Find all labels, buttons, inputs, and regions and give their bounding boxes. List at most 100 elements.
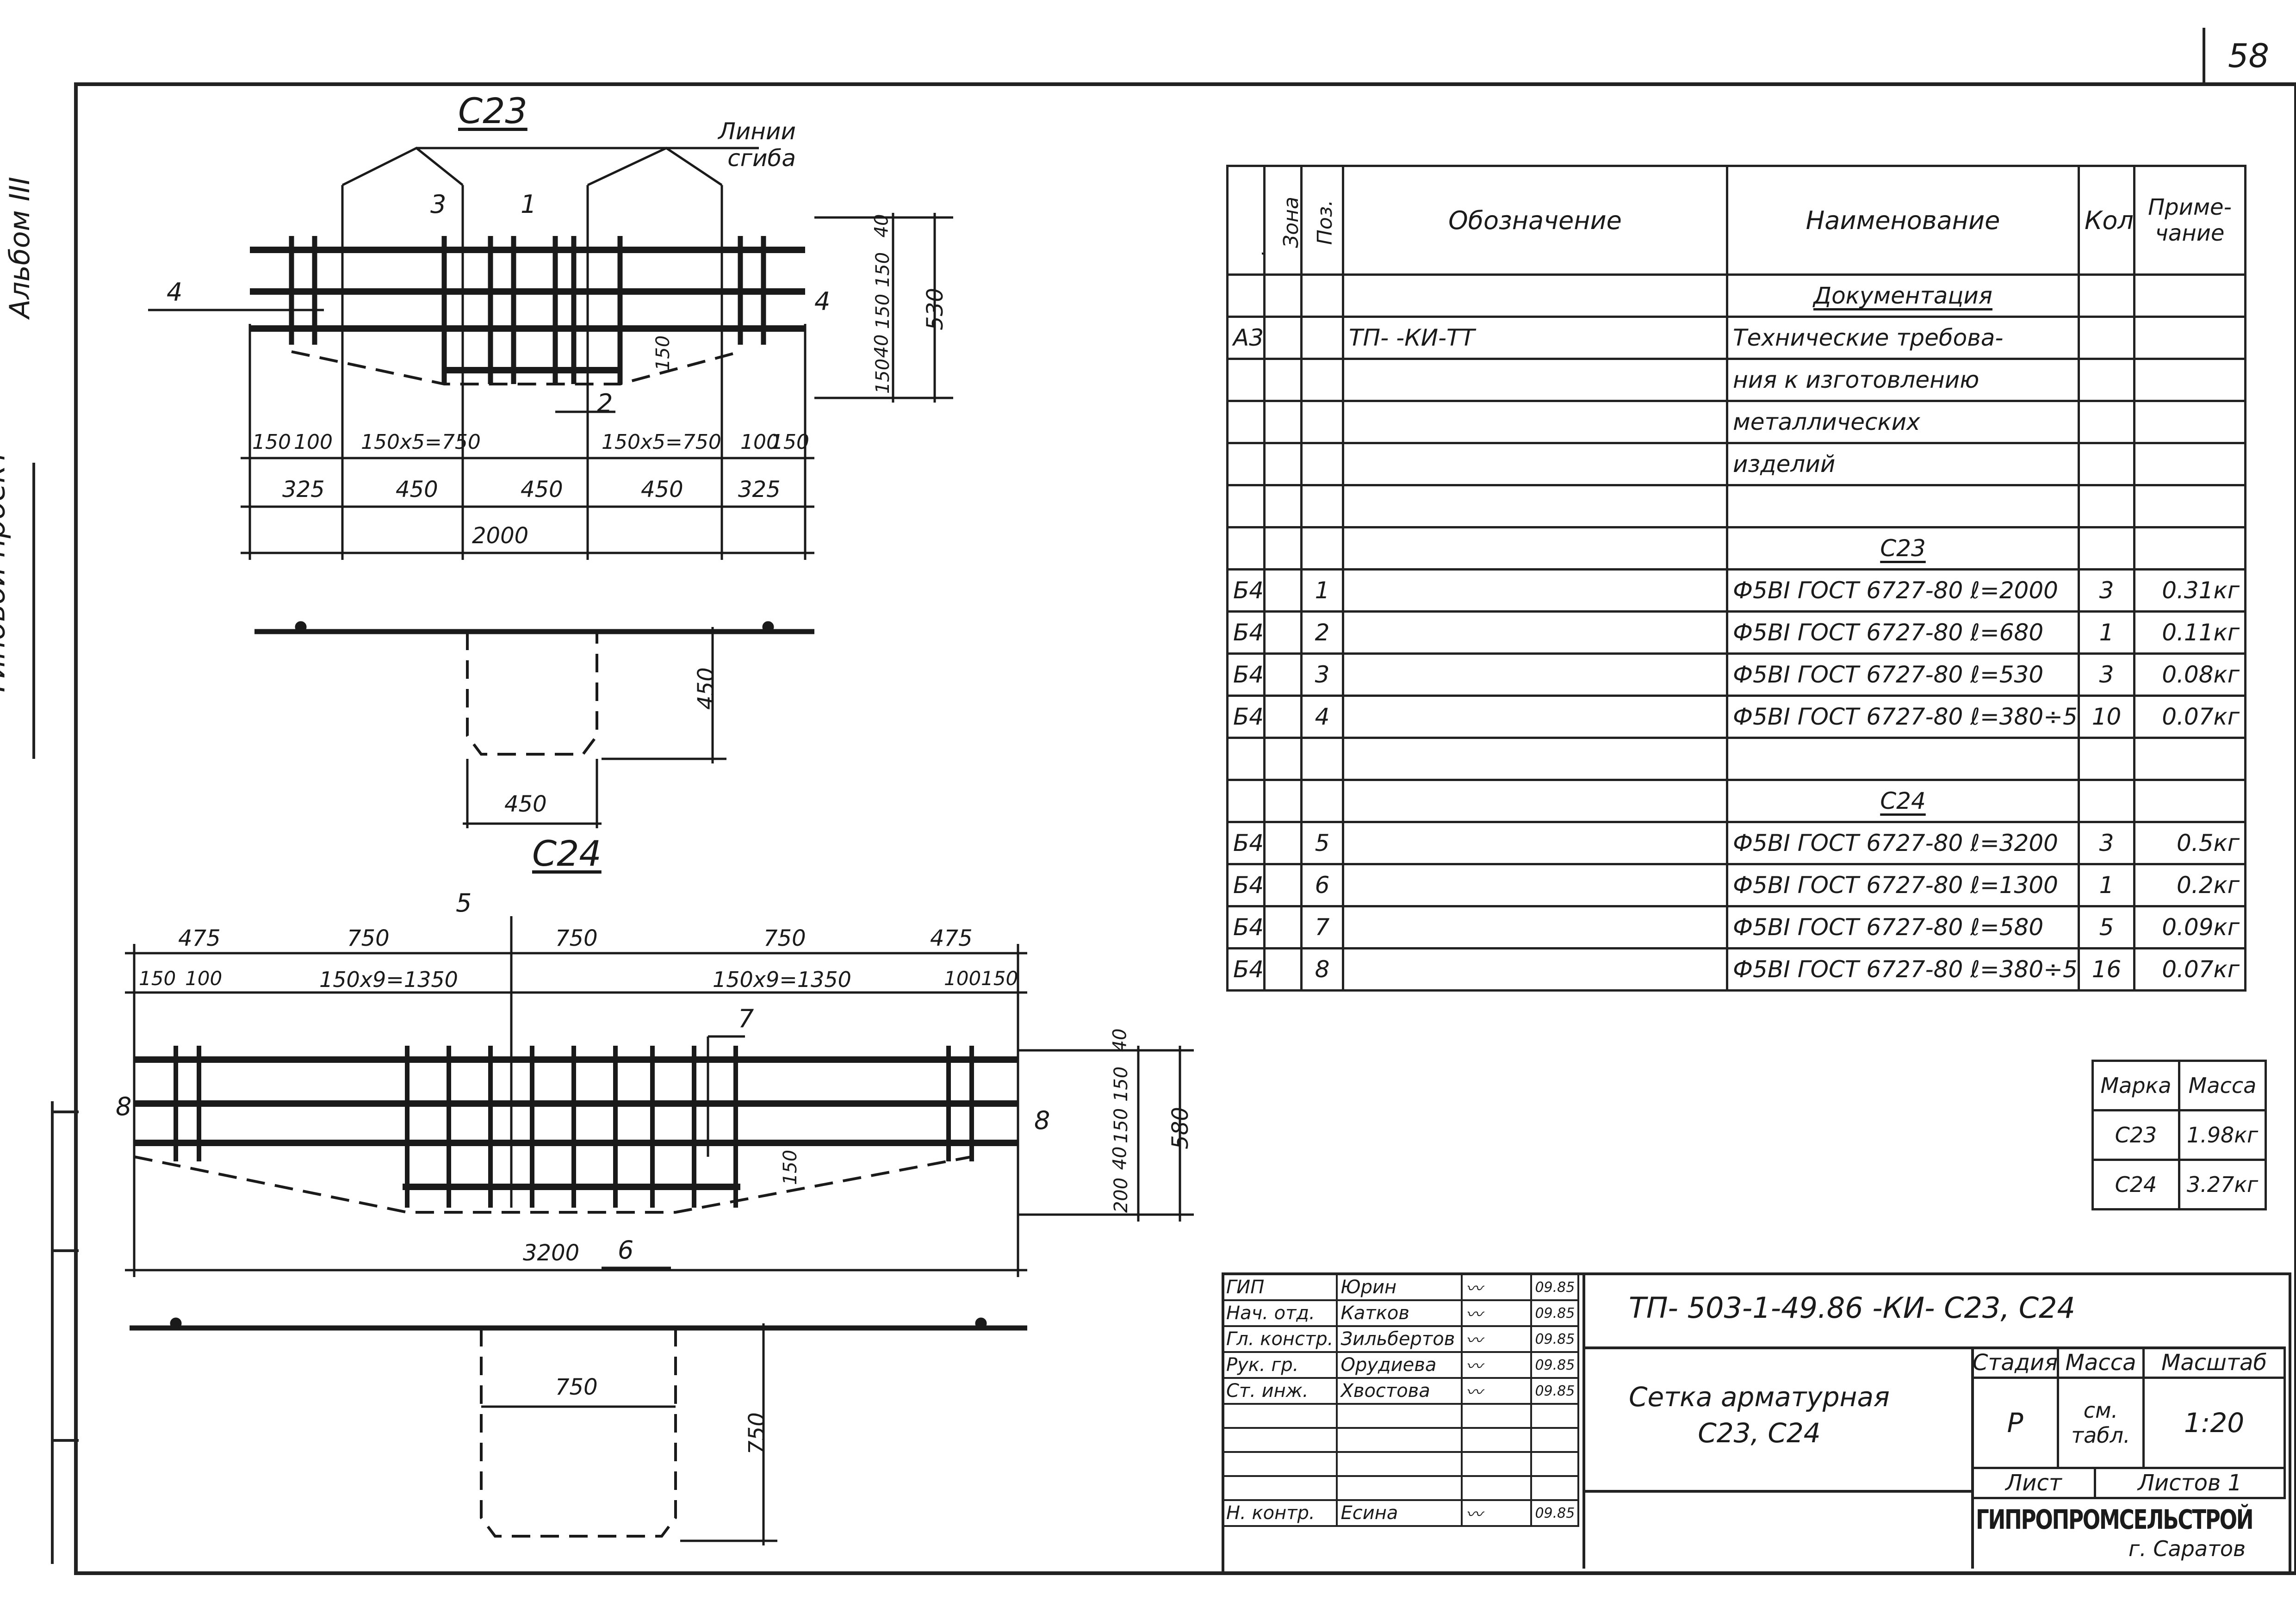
spec-cell-name: Ф5ВI ГОСТ 6727-80 ℓ=530: [1726, 652, 2080, 697]
spec-cell-qty: [2078, 358, 2135, 402]
spec-cell-zone: [1263, 484, 1303, 528]
spec-row: металлических: [1226, 400, 2246, 444]
spec-cell-note: [2133, 779, 2246, 823]
stage-value: Р: [1971, 1377, 2059, 1469]
spec-cell-note: 0.2кг: [2133, 863, 2246, 907]
spec-cell-note: 0.11кг: [2133, 610, 2246, 655]
spec-cell-qty: 3: [2078, 652, 2135, 697]
spec-cell-designation: [1342, 821, 1728, 865]
c24-pos-6: 6: [618, 1235, 634, 1265]
spec-cell-name: [1726, 737, 2080, 781]
spec-cell-pos: [1300, 316, 1344, 360]
spec-cell-zone: [1263, 905, 1303, 949]
spec-cell-qty: [2078, 779, 2135, 823]
spec-row: С23: [1226, 526, 2246, 571]
side-divider: [32, 463, 35, 759]
staff-cell-sig: 〰: [1461, 1299, 1533, 1327]
spec-cell-format: Б4: [1226, 652, 1266, 697]
c24-dim-750a: 750: [347, 925, 390, 951]
c24-dim2-150b: 150: [981, 967, 1018, 990]
spec-cell-zone: [1263, 358, 1303, 402]
staff-cell-name: [1336, 1403, 1463, 1429]
c23-dim-150a: 150: [252, 430, 291, 454]
c24-dim-475a: 475: [178, 925, 221, 951]
spec-cell-format: [1226, 737, 1266, 781]
spec-cell-pos: 5: [1300, 821, 1344, 865]
c24-dim-475b: 475: [930, 925, 973, 951]
spec-cell-name: Ф5ВI ГОСТ 6727-80 ℓ=680: [1726, 610, 2080, 655]
spec-cell-pos: [1300, 358, 1344, 402]
staff-cell-role: Нач. отд.: [1221, 1299, 1338, 1327]
staff-row: Рук. гр.Орудиева〰09.85: [1221, 1351, 1580, 1379]
spec-cell-note: [2133, 273, 2246, 318]
c23-dim-height: 530: [922, 288, 948, 330]
staff-cell-sig: [1461, 1475, 1533, 1501]
spec-cell-designation: [1342, 905, 1728, 949]
staff-row: [1221, 1427, 1580, 1453]
spec-cell-qty: [2078, 526, 2135, 571]
spec-row: ния к изготовлению: [1226, 358, 2246, 402]
side-tick: [51, 1439, 79, 1442]
spec-cell-zone: [1263, 779, 1303, 823]
c24-dim2-150a: 150: [139, 967, 176, 990]
staff-cell-name: Хвостова: [1336, 1377, 1463, 1405]
spec-cell-name: Ф5ВI ГОСТ 6727-80 ℓ=2000: [1726, 568, 2080, 613]
header-pos: Поз.: [1300, 165, 1344, 276]
spec-cell-pos: 8: [1300, 947, 1344, 992]
organization: ГИПРОПРОМСЕЛЬСТРОЙ: [1976, 1504, 2254, 1535]
mass-label: Масса: [2057, 1346, 2145, 1379]
staff-cell-date: [1530, 1475, 1580, 1501]
staff-cell-name: Есина: [1336, 1499, 1463, 1527]
mass-mark: С23: [2091, 1109, 2180, 1161]
spec-cell-pos: 6: [1300, 863, 1344, 907]
spec-cell-note: [2133, 358, 2246, 402]
spec-cell-designation: [1342, 947, 1728, 992]
staff-cell-role: Н. контр.: [1221, 1499, 1338, 1527]
spec-cell-pos: [1300, 442, 1344, 486]
staff-row: Нач. отд.Катков〰09.85: [1221, 1299, 1580, 1327]
spec-cell-designation: [1342, 526, 1728, 571]
c23-dim-100a: 100: [294, 430, 333, 454]
spec-cell-pos: 1: [1300, 568, 1344, 613]
stage-label: Стадия: [1971, 1346, 2059, 1379]
c23-pos-4-left: 4: [167, 278, 183, 307]
header-format: Формат: [1226, 165, 1266, 276]
spec-row: С24: [1226, 779, 2246, 823]
spec-cell-qty: 3: [2078, 821, 2135, 865]
staff-cell-sig: 〰: [1461, 1351, 1533, 1379]
spec-cell-qty: [2078, 484, 2135, 528]
spec-cell-note: 0.5кг: [2133, 821, 2246, 865]
spec-cell-pos: [1300, 273, 1344, 318]
c24-dim-r4: 40: [1109, 1146, 1131, 1170]
c24-section-h: 750: [744, 1412, 770, 1455]
title-block-divider: [1582, 1272, 1585, 1569]
spec-cell-pos: [1300, 779, 1344, 823]
c24-dim2-1350a: 150x9=1350: [319, 967, 458, 992]
spec-cell-note: [2133, 316, 2246, 360]
signature-icon: 〰: [1465, 1279, 1483, 1298]
drawings-svg: [125, 147, 1194, 1545]
c24-dim-r2: 150: [1111, 1066, 1132, 1102]
spec-cell-qty: [2078, 400, 2135, 444]
staff-cell-name: Зильбертов: [1336, 1325, 1463, 1353]
c23-pos-2: 2: [597, 389, 613, 418]
staff-cell-name: [1336, 1427, 1463, 1453]
spec-cell-format: Б4: [1226, 947, 1266, 992]
spec-cell-zone: [1263, 568, 1303, 613]
spec-row: Документация: [1226, 273, 2246, 318]
spec-cell-qty: 10: [2078, 695, 2135, 739]
spec-cell-designation: [1342, 737, 1728, 781]
spec-cell-qty: 5: [2078, 905, 2135, 949]
c23-pos-3: 3: [430, 190, 447, 219]
sheets-label: Листов 1: [2094, 1467, 2286, 1499]
staff-cell-date: 09.85: [1530, 1325, 1580, 1353]
c24-pos-8-right: 8: [1034, 1106, 1050, 1135]
c23-bend-lines: Линии сгиба: [718, 118, 796, 172]
c23-dim-r2: 150: [872, 252, 894, 288]
